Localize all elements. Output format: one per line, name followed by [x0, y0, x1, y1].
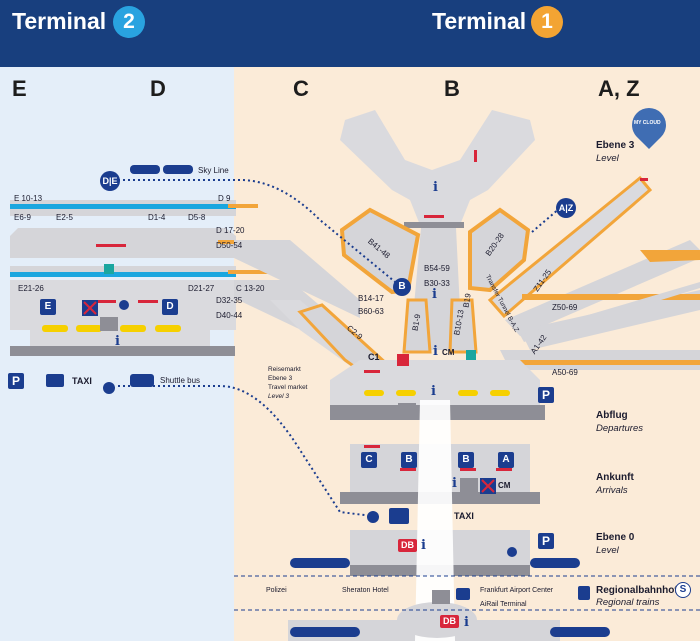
gate-d-17-20: D 17-20 — [216, 226, 245, 235]
skyline-train-icon — [163, 165, 193, 174]
parking-icon[interactable]: P — [538, 387, 554, 403]
checkin-icons — [82, 264, 517, 604]
reisemarkt-level-label: Ebene 3 — [268, 375, 293, 382]
level-ebene0-sub: Level — [596, 545, 619, 556]
gate-d-9: D 9 — [218, 194, 231, 203]
gate-d-50-54: D50-54 — [216, 241, 243, 250]
travel-market-level-label: Level 3 — [268, 393, 289, 400]
taxi-label-t1: TAXI — [454, 511, 474, 521]
luggage-icon — [456, 588, 470, 600]
gate-e-2-5: E2-5 — [56, 213, 73, 222]
zone-b: B — [444, 76, 460, 101]
gate-b-60-63: B60-63 — [358, 307, 384, 316]
gate-d-5-8: D5-8 — [188, 213, 206, 222]
regional-train-icon — [578, 586, 590, 600]
checkin-d-badge[interactable]: D — [162, 299, 178, 315]
bus-icon — [389, 508, 409, 524]
db-rail-icon[interactable]: DB — [440, 615, 459, 628]
terminal-2-piers — [10, 200, 278, 356]
level-abflug: Abflug — [596, 410, 628, 421]
gate-a-50-69: A50-69 — [552, 368, 578, 377]
gate-e-21-26: E21-26 — [18, 284, 44, 293]
frankfurt-airport-center-label: Frankfurt Airport Center — [480, 587, 554, 594]
gate-e-6-9: E6-9 — [14, 213, 31, 222]
info-icon[interactable]: i — [433, 344, 438, 359]
info-icon[interactable]: i — [452, 476, 457, 491]
gate-b-30-33: B30-33 — [424, 279, 450, 288]
checkin-c-badge[interactable]: C — [361, 452, 377, 468]
gate-b-54-59: B54-59 — [424, 264, 450, 273]
terminal-1-badge[interactable]: 1 — [531, 6, 563, 38]
terminal-2-badge[interactable]: 2 — [113, 6, 145, 38]
gate-e-10-13: E 10-13 — [14, 194, 43, 203]
sheraton-hotel-label: Sheraton Hotel — [342, 587, 389, 594]
level-ebene3-sub: Level — [596, 153, 619, 164]
concourse-b — [339, 110, 535, 354]
my-cloud-label: MY CLOUD — [634, 120, 661, 126]
gate-c-13-20: C 13-20 — [236, 284, 265, 293]
shuttle-bus-label: Shuttle bus — [160, 376, 201, 385]
gate-d-1-4: D1-4 — [148, 213, 166, 222]
level-departures: Departures — [596, 423, 643, 434]
concourse-a-z — [487, 175, 700, 370]
parking-icon[interactable]: P — [8, 373, 24, 389]
gate-z-50-69: Z50-69 — [552, 303, 578, 312]
airail-terminal-label: AiRail Terminal — [480, 601, 527, 608]
zone-e: E — [12, 76, 27, 101]
cm-label-arrivals: CM — [498, 481, 511, 490]
terminal-header: Terminal 2 Terminal 1 — [0, 0, 700, 67]
sky-line-route — [118, 179, 561, 517]
gate-c-1: C1 — [368, 352, 380, 362]
checkin-b-badge[interactable]: B — [458, 452, 474, 468]
level-ebene0: Ebene 0 — [596, 532, 635, 543]
taxi-icon — [46, 374, 64, 387]
level-ankunft: Ankunft — [596, 472, 634, 483]
shuttle-stop-icon — [103, 382, 115, 394]
checkin-e-badge[interactable]: E — [40, 299, 56, 315]
db-rail-icon[interactable]: DB — [398, 539, 417, 552]
info-icon[interactable]: i — [432, 287, 437, 302]
gate-b-14-17: B14-17 — [358, 294, 384, 303]
level-arrivals: Arrivals — [596, 485, 628, 496]
checkin-a-badge[interactable]: A — [498, 452, 514, 468]
gate-d-21-27: D21-27 — [188, 284, 215, 293]
parking-icon[interactable]: P — [538, 533, 554, 549]
az-skyline-badge[interactable]: A|Z — [556, 198, 576, 218]
cm-label-departures: CM — [442, 348, 455, 357]
zone-a-z: A, Z — [598, 76, 640, 101]
checkin-b-badge[interactable]: B — [401, 452, 417, 468]
gate-dots — [96, 150, 648, 471]
skyline-train-icon — [130, 165, 160, 174]
de-skyline-badge[interactable]: D|E — [100, 171, 120, 191]
zone-d: D — [150, 76, 166, 101]
zone-c: C — [293, 76, 309, 101]
s-bahn-badge[interactable]: S — [675, 582, 691, 598]
reisemarkt-label: Reisemarkt — [268, 366, 301, 373]
taxi-label-t2: TAXI — [72, 376, 92, 386]
gate-d-32-35: D32-35 — [216, 296, 243, 305]
info-icon[interactable]: i — [464, 615, 469, 630]
trains — [234, 558, 700, 637]
shuttle-stop-icon — [367, 511, 379, 523]
terminal-1-title: Terminal — [432, 8, 527, 34]
yellow-markers — [42, 325, 510, 396]
info-icon[interactable]: i — [431, 384, 436, 399]
level-regionalbahnhof: Regionalbahnhof — [596, 585, 678, 596]
b-skyline-badge[interactable]: B — [393, 278, 411, 296]
gate-d-40-44: D40-44 — [216, 311, 243, 320]
travel-market-label: Travel market — [268, 384, 308, 391]
polizei-label: Polizei — [266, 587, 287, 594]
terminal-1-main — [288, 360, 560, 641]
info-icon[interactable]: i — [433, 180, 438, 195]
level-regional-trains: Regional trains — [596, 597, 660, 608]
terminal-2-title: Terminal — [12, 8, 107, 34]
shuttle-bus-icon — [130, 374, 154, 387]
info-icon[interactable]: i — [115, 334, 120, 349]
info-icon[interactable]: i — [421, 538, 426, 553]
level-ebene3: Ebene 3 — [596, 140, 635, 151]
sky-line-label: Sky Line — [198, 166, 229, 175]
